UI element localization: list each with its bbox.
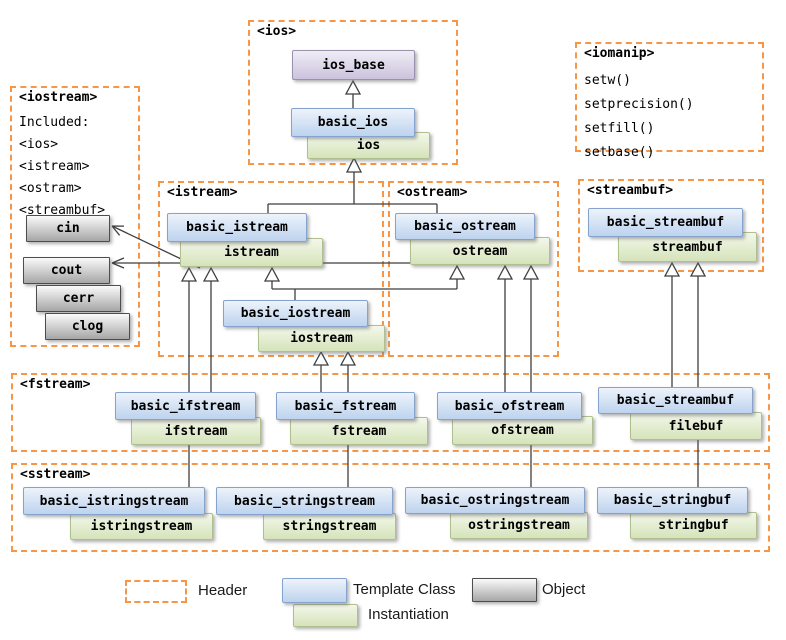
class-box-basic-ios: basic_ios xyxy=(291,108,415,137)
iomanip-item: setbase() xyxy=(584,145,655,160)
object-box-cin: cin xyxy=(26,215,110,242)
inheritance-triangles xyxy=(180,79,707,366)
class-box-basic-streambuf: basic_streambuf xyxy=(588,208,743,237)
instance-box-ofstream: ofstream xyxy=(452,416,593,445)
header-title-istream: <istream> xyxy=(167,185,238,200)
header-title-ios: <ios> xyxy=(257,24,297,39)
header-box-iostream: <iostream> Included: <ios> <istream> <os… xyxy=(10,86,140,347)
included-line: Included: xyxy=(19,115,90,130)
legend-template-swatch xyxy=(282,578,347,603)
header-title-iostream: <iostream> xyxy=(19,90,98,105)
header-box-iomanip: <iomanip> setw() setprecision() setfill(… xyxy=(575,42,764,160)
legend-object-label: Object xyxy=(542,581,586,598)
header-title-streambuf: <streambuf> xyxy=(587,183,674,198)
class-box-basic-iostream: basic_iostream xyxy=(223,300,368,327)
instance-box-filebuf: filebuf xyxy=(630,412,762,440)
header-box-fstream: <fstream> xyxy=(11,373,770,452)
header-title-ostream: <ostream> xyxy=(397,185,468,200)
included-line: <ostram> xyxy=(19,181,82,196)
class-box-basic-streambuf-filebuf: basic_streambuf xyxy=(598,387,753,414)
instance-box-streambuf: streambuf xyxy=(618,232,757,262)
included-line: <istream> xyxy=(19,159,90,174)
header-title-sstream: <sstream> xyxy=(20,467,91,482)
iostream-included-list: Included: <ios> <istream> <ostram> <stre… xyxy=(19,112,105,222)
class-box-basic-stringbuf: basic_stringbuf xyxy=(597,487,748,514)
iomanip-item: setw() xyxy=(584,73,631,88)
class-box-basic-fstream: basic_fstream xyxy=(276,392,415,420)
iomanip-item: setprecision() xyxy=(584,97,694,112)
included-line: <streambuf> xyxy=(19,203,106,218)
header-box-sstream: <sstream> xyxy=(11,463,770,552)
arrow-to-cout-head xyxy=(111,257,125,269)
header-box-ostream: <ostream> xyxy=(388,181,559,357)
object-box-cerr: cerr xyxy=(36,285,121,312)
legend-instantiation-swatch xyxy=(293,604,358,627)
legend-header-swatch xyxy=(125,580,187,603)
class-box-basic-ostringstream: basic_ostringstream xyxy=(405,487,585,514)
header-box-istream: <istream> xyxy=(158,181,384,357)
class-box-basic-ofstream: basic_ofstream xyxy=(437,392,582,420)
included-line: <ios> xyxy=(19,137,59,152)
instance-box-istringstream: istringstream xyxy=(70,513,213,540)
instance-box-fstream: fstream xyxy=(290,417,428,445)
object-box-clog: clog xyxy=(45,313,130,340)
class-box-ios-base: ios_base xyxy=(292,50,415,80)
legend-instantiation-label: Instantiation xyxy=(368,606,449,623)
legend-header-label: Header xyxy=(198,582,248,599)
class-box-basic-istream: basic_istream xyxy=(167,213,307,242)
instance-box-ifstream: ifstream xyxy=(131,417,261,445)
iomanip-function-list: setw() setprecision() setfill() setbase(… xyxy=(584,69,694,165)
arrow-to-cin-head xyxy=(111,225,125,236)
header-title-iomanip: <iomanip> xyxy=(584,46,655,61)
instance-box-ostream: ostream xyxy=(410,237,550,265)
instance-box-ostringstream: ostringstream xyxy=(450,512,588,539)
class-box-basic-ostream: basic_ostream xyxy=(395,213,535,240)
instance-box-stringbuf: stringbuf xyxy=(630,512,757,539)
header-title-fstream: <fstream> xyxy=(20,377,91,392)
instance-box-istream: istream xyxy=(180,238,323,267)
class-box-basic-stringstream: basic_stringstream xyxy=(216,487,393,515)
instance-box-iostream: iostream xyxy=(258,325,385,352)
class-box-basic-istringstream: basic_istringstream xyxy=(23,487,205,515)
instance-box-stringstream: stringstream xyxy=(263,513,396,540)
object-box-cout: cout xyxy=(23,257,110,284)
legend-template-label: Template Class xyxy=(353,581,456,598)
legend-object-swatch xyxy=(472,578,537,602)
iomanip-item: setfill() xyxy=(584,121,655,136)
class-box-basic-ifstream: basic_ifstream xyxy=(115,392,256,420)
